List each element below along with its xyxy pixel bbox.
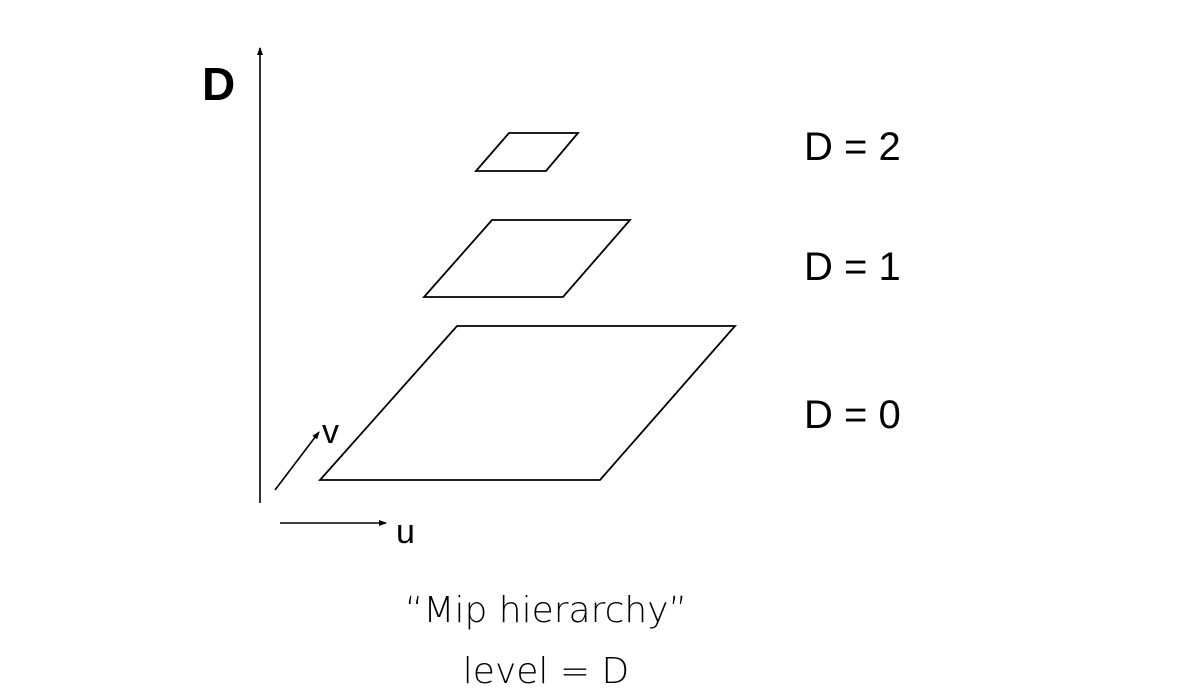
- d-axis-label: D: [202, 58, 235, 110]
- level-label-d1: D = 1: [804, 245, 901, 289]
- mip-level-0-plane: [317, 325, 737, 481]
- mip-level-1-plane: [422, 219, 632, 298]
- caption-title: “Mip hierarchy”: [405, 590, 687, 631]
- v-axis-arrow: [274, 431, 320, 491]
- level-label-d2: D = 2: [804, 125, 901, 169]
- level-label-d0: D = 0: [804, 393, 901, 437]
- u-axis-label: u: [396, 513, 415, 551]
- v-axis-label: v: [322, 413, 339, 451]
- caption-subtitle: level = D: [463, 651, 629, 690]
- mip-level-2-plane: [474, 132, 580, 172]
